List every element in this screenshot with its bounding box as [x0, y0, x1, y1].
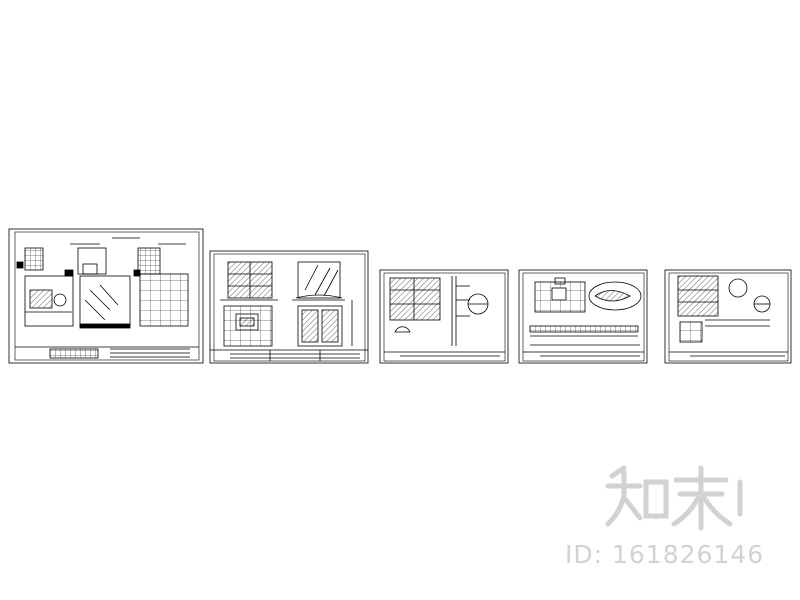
watermark-logo: [605, 465, 743, 531]
sheet-2-elevations: [209, 250, 369, 364]
sheet-3-wall-section: [379, 269, 509, 364]
watermark-id-text: ID: 161826146: [565, 540, 765, 569]
sheet-5-detail: [664, 269, 792, 364]
sheet-4-ceiling-detail: [518, 269, 648, 364]
sheet-1-floor-plans: [8, 228, 204, 364]
